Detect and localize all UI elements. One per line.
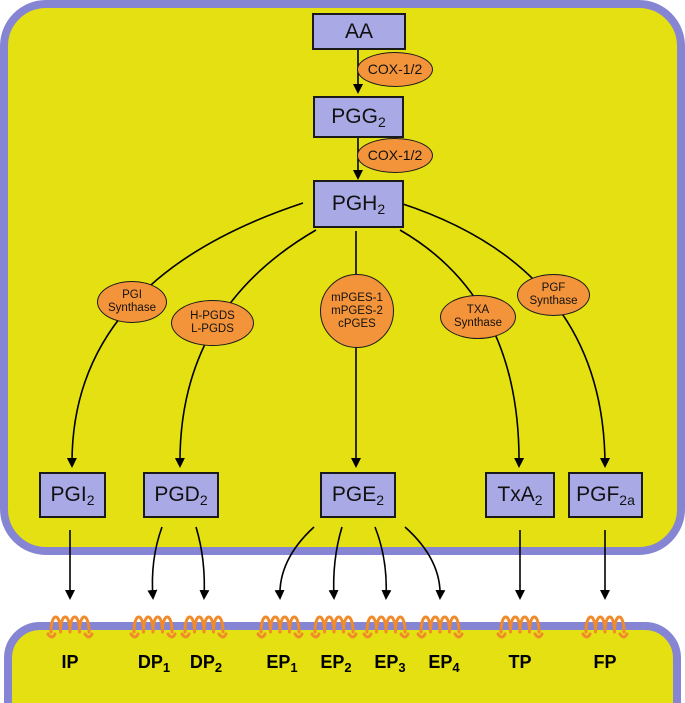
receptor-coil-tail-ep1 bbox=[256, 632, 304, 639]
node-aa-label: AA bbox=[344, 19, 373, 43]
enzyme-cox-1: COX-1/2 bbox=[357, 52, 433, 87]
receptor-label-dp1: DP1 bbox=[137, 652, 171, 675]
enzyme-cox-2: COX-1/2 bbox=[357, 138, 433, 173]
receptor-coil-ep4 bbox=[419, 615, 461, 634]
node-txa2-label: TxA2 bbox=[497, 482, 543, 508]
node-pge2-label: PGE2 bbox=[331, 482, 385, 508]
arrow-pgd-dp1 bbox=[147, 526, 163, 600]
receptor-label-dp2: DP2 bbox=[189, 652, 223, 675]
receptor-coil-dp2 bbox=[183, 615, 225, 634]
receptor-label-fp: FP bbox=[593, 652, 617, 672]
node-pgh2-label: PGH2 bbox=[331, 191, 386, 217]
node-pgg2-label: PGG2 bbox=[331, 104, 386, 130]
arrow-pge-ep3 bbox=[374, 526, 392, 600]
receptor-coil-dp1 bbox=[132, 615, 174, 634]
node-pgd2-label: PGD2 bbox=[154, 482, 208, 508]
node-pgh2: PGH2 bbox=[313, 180, 404, 228]
receptor-label-ip: IP bbox=[61, 652, 79, 672]
receptor-coil-tp bbox=[499, 615, 541, 634]
receptor-coils bbox=[46, 615, 629, 639]
receptor-coil-fp bbox=[584, 615, 626, 634]
receptor-coil-tail-ep2 bbox=[310, 632, 358, 639]
receptor-coil-ep2 bbox=[313, 615, 355, 634]
receptor-coil-ep1 bbox=[259, 615, 301, 634]
receptor-coil-tail-dp2 bbox=[180, 632, 228, 639]
receptor-label-ep1: EP1 bbox=[266, 652, 298, 675]
receptor-coil-tail-fp bbox=[581, 632, 629, 639]
receptor-label-tp: TP bbox=[508, 652, 532, 672]
node-pge2: PGE2 bbox=[320, 472, 396, 518]
arrow-pgd-dp2 bbox=[195, 526, 210, 600]
node-pgg2: PGG2 bbox=[313, 96, 404, 138]
receptor-coil-ip bbox=[49, 615, 91, 634]
node-pgf2a-label: PGF2a bbox=[576, 482, 635, 508]
node-pgf2a: PGF2a bbox=[568, 472, 643, 518]
node-pgi2: PGI2 bbox=[39, 472, 106, 518]
receptor-coil-tail-ep3 bbox=[362, 632, 410, 639]
arrow-pge-ep2 bbox=[328, 526, 343, 600]
receptor-coil-ep3 bbox=[365, 615, 407, 634]
node-aa: AA bbox=[312, 13, 406, 50]
receptor-coil-tail-tp bbox=[496, 632, 544, 639]
receptor-coil-tail-ip bbox=[46, 632, 94, 639]
node-pgi2-label: PGI2 bbox=[50, 482, 95, 508]
receptor-coil-tail-dp1 bbox=[129, 632, 177, 639]
receptor-label-ep2: EP2 bbox=[320, 652, 352, 675]
receptor-coil-tail-ep4 bbox=[416, 632, 464, 639]
arrow-pge-ep4 bbox=[404, 526, 446, 600]
node-txa2: TxA2 bbox=[485, 472, 555, 518]
arrow-pge-ep1 bbox=[274, 526, 315, 600]
node-pgd2: PGD2 bbox=[143, 472, 219, 518]
receptor-label-ep4: EP4 bbox=[428, 652, 460, 675]
receptor-label-ep3: EP3 bbox=[374, 652, 406, 675]
